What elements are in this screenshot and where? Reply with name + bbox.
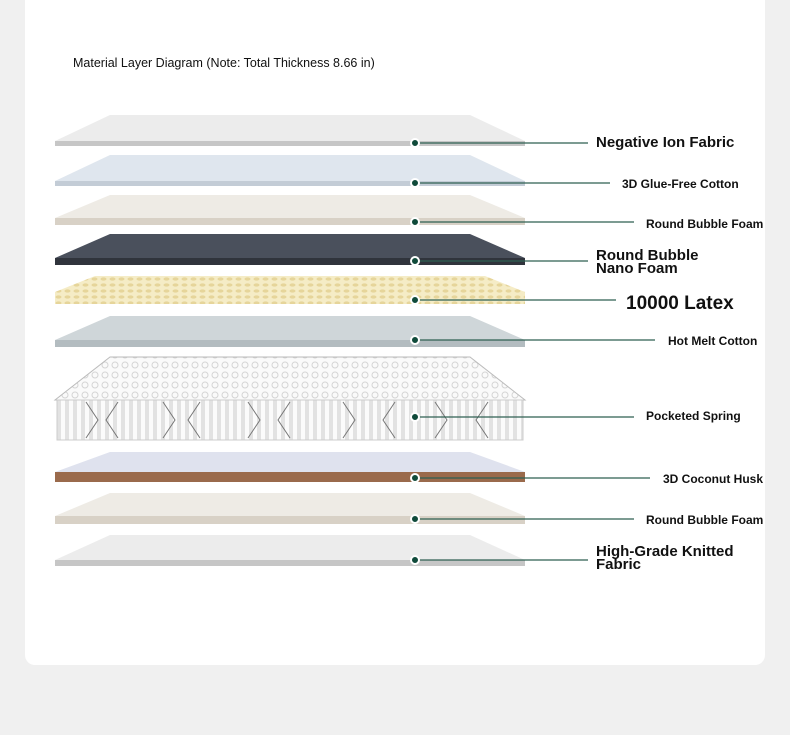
label-line: Round Bubble <box>596 247 699 264</box>
layer-pocketed-spring <box>53 356 527 441</box>
marker-dot <box>410 555 420 565</box>
label-3d-glue-free-cotton: 3D Glue-Free Cotton <box>622 177 739 191</box>
marker-dot <box>410 335 420 345</box>
label-high-grade-knitted-fabric: High-Grade Knitted Fabric <box>596 543 734 573</box>
leader-lines <box>415 142 655 561</box>
layer-latex <box>55 276 525 304</box>
label-round-bubble-foam-bottom: Round Bubble Foam <box>646 513 764 527</box>
label-round-bubble-nano-foam: Round Bubble Nano Foam <box>596 247 699 277</box>
marker-dot <box>410 473 420 483</box>
label-hot-melt-cotton: Hot Melt Cotton <box>668 334 758 348</box>
layer-3d-glue-free-cotton <box>55 155 525 186</box>
label-negative-ion-fabric: Negative Ion Fabric <box>596 134 735 151</box>
marker-dot <box>410 178 420 188</box>
marker-dot <box>410 256 420 266</box>
label-line: High-Grade Knitted <box>596 543 734 560</box>
layer-negative-ion-fabric <box>55 115 525 146</box>
label-line: Nano Foam <box>596 260 678 277</box>
diagram-title: Material Layer Diagram (Note: Total Thic… <box>73 56 375 70</box>
layer-round-bubble-foam-bottom <box>55 493 525 524</box>
layer-3d-coconut-husk <box>55 452 525 482</box>
label-3d-coconut-husk: 3D Coconut Husk <box>663 472 764 486</box>
label-round-bubble-foam-top: Round Bubble Foam <box>646 217 764 231</box>
layer-round-bubble-nano-foam <box>55 234 525 265</box>
marker-dot <box>410 412 420 422</box>
label-pocketed-spring: Pocketed Spring <box>646 409 741 423</box>
layer-hot-melt-cotton <box>55 316 525 347</box>
marker-dot <box>410 295 420 305</box>
marker-dot <box>410 217 420 227</box>
label-line: Fabric <box>596 556 642 573</box>
label-latex: 10000 Latex <box>626 293 734 314</box>
marker-dot <box>410 138 420 148</box>
marker-dots <box>410 138 420 565</box>
marker-dot <box>410 514 420 524</box>
layer-round-bubble-foam-top <box>55 195 525 225</box>
layer-high-grade-knitted-fabric <box>55 535 525 566</box>
